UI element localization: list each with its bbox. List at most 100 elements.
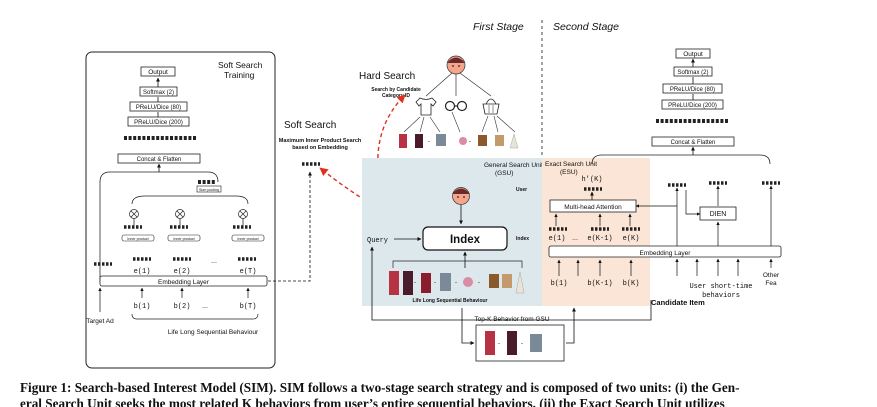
right-concat-label: Concat & Flatten xyxy=(671,140,716,146)
left-concat-label: Concat & Flatten xyxy=(137,157,182,163)
left-output-label: Output xyxy=(148,69,168,76)
esu-bK-label: b(K) xyxy=(623,280,640,288)
topk-thumbnails xyxy=(485,331,542,355)
category-basket-icon xyxy=(482,98,500,115)
esu-e1-label: e(1) xyxy=(549,235,566,243)
sim-diagram: First Stage Second Stage Soft Search Tra… xyxy=(85,20,782,369)
svg-text:-: - xyxy=(414,280,416,286)
left-prelu200-box xyxy=(127,116,190,127)
esu-hk-label: h'(K) xyxy=(581,176,602,184)
right-concat-bracket xyxy=(591,154,771,165)
right-prelu200-box xyxy=(661,99,724,110)
hard-search-item-thumbnails xyxy=(399,133,519,149)
dien-label: DIEN xyxy=(710,211,727,218)
svg-text:-: - xyxy=(434,280,436,286)
left-concat-box xyxy=(117,153,201,164)
gsu-lifelong-label: Life Long Sequential Behaviour xyxy=(412,298,487,304)
esu-dots-1: ... xyxy=(572,235,578,242)
caption-line-2: eral Search Unit seeks the most related … xyxy=(20,396,725,407)
soft-search-desc-2: based on Embedding xyxy=(292,145,348,151)
left-softmax-label: Softmax (2) xyxy=(143,90,174,96)
svg-text:-: - xyxy=(498,341,500,347)
gsu-behaviour-thumbnails xyxy=(389,271,525,295)
left-e1-label: e(1) xyxy=(134,268,151,276)
left-dots-2: ... xyxy=(202,303,208,310)
right-output-label: Output xyxy=(683,51,703,58)
query-label: Query xyxy=(367,237,388,245)
soft-search-training-panel xyxy=(85,51,276,369)
inner-product-label-1: Inner product xyxy=(127,237,148,241)
short-time-label: User short-time xyxy=(689,283,752,291)
left-behaviour-bracket xyxy=(131,313,259,320)
soft-search-title: Soft Search xyxy=(284,120,336,131)
dien-box xyxy=(699,206,737,221)
short-time-label-2: behaviors xyxy=(702,292,740,300)
left-prelu80-label: PReLU/Dice (80) xyxy=(136,105,181,111)
svg-text:-: - xyxy=(521,341,523,347)
hard-search-title: Hard Search xyxy=(359,71,415,82)
left-output-box xyxy=(140,66,176,77)
sum-pooling-box xyxy=(196,185,222,193)
left-embedding-label: Embedding Layer xyxy=(158,279,210,286)
left-lifelong-label: Life Long Sequential Behaviour xyxy=(168,329,259,336)
left-b1-label: b(1) xyxy=(134,303,151,311)
other-fea-label: Other xyxy=(763,272,780,279)
caption-line-1: Figure 1: Search-based Interest Model (S… xyxy=(20,380,740,395)
left-target-ad-label: Target Ad xyxy=(86,318,114,325)
left-b2-label: b(2) xyxy=(174,303,191,311)
svg-text:-: - xyxy=(428,139,430,145)
right-concat-box xyxy=(651,136,735,147)
other-fea-label-2: Fea xyxy=(765,280,777,287)
right-prelu200-label: PReLU/Dice (200) xyxy=(668,103,717,109)
left-prelu80-box xyxy=(129,101,188,112)
soft-search-training-title: Soft Search xyxy=(218,60,263,70)
right-prelu80-box xyxy=(662,83,723,94)
left-prelu200-label: PReLU/Dice (200) xyxy=(134,120,183,126)
right-embedding-label: Embedding Layer xyxy=(640,250,692,257)
esu-panel xyxy=(542,158,650,306)
esu-title: Exact Search Unit xyxy=(545,161,597,168)
category-shirt-icon xyxy=(415,97,437,116)
esu-bK1-label: b(K-1) xyxy=(587,280,612,288)
right-prelu80-label: PReLU/Dice (80) xyxy=(670,87,715,93)
gsu-title: General Search Unit xyxy=(484,162,543,169)
svg-text:-: - xyxy=(469,139,471,145)
left-e2-label: e(2) xyxy=(174,268,191,276)
soft-search-desc: Maximum Inner Product Search xyxy=(279,138,362,144)
first-stage-label: First Stage xyxy=(473,21,524,33)
inner-product-label-2: Inner product xyxy=(173,237,194,241)
candidate-item-label: Candidate Item xyxy=(651,298,705,307)
left-to-soft-search-connector xyxy=(268,171,312,282)
gsu-title-2: (GSU) xyxy=(495,170,513,177)
gsu-user-label: User xyxy=(516,187,527,193)
candidate-query-connector xyxy=(370,246,652,321)
inner-product-label-3: Inner product xyxy=(237,237,258,241)
hard-search-desc: Search by Candidate xyxy=(371,87,421,93)
soft-search-training-title-2: Training xyxy=(224,70,255,80)
svg-text:-: - xyxy=(455,280,457,286)
inner-product-branch-2: Inner product xyxy=(167,209,201,242)
svg-text:-: - xyxy=(478,280,480,286)
left-dots-1: ... xyxy=(211,258,217,265)
left-embedding-layer xyxy=(99,275,268,287)
right-softmax-label: Softmax (2) xyxy=(677,70,708,76)
left-concat-bracket xyxy=(99,171,219,183)
category-glasses-icon xyxy=(444,100,468,112)
gsu-user-avatar-icon xyxy=(452,187,470,205)
right-softmax-box xyxy=(673,66,713,77)
inner-product-branch-1: Inner product xyxy=(121,209,155,242)
right-output-box xyxy=(675,48,711,59)
esu-b1-label: b(1) xyxy=(551,280,568,288)
multi-head-attention-label: Multi-head Attention xyxy=(564,204,622,211)
index-side-label: Index xyxy=(516,236,529,242)
hard-search-user-avatar-icon xyxy=(446,55,466,75)
esu-title-2: (ESU) xyxy=(560,169,578,176)
hard-search-desc-2: Category ID xyxy=(382,93,410,99)
inner-product-branch-3: Inner product xyxy=(231,209,265,242)
esu-eK-label: e(K) xyxy=(623,235,640,243)
figure-caption: Figure 1: Search-based Interest Model (S… xyxy=(20,380,870,407)
left-eT-label: e(T) xyxy=(240,268,257,276)
index-box xyxy=(422,226,508,251)
left-softmax-box xyxy=(139,86,178,97)
right-embedding-layer xyxy=(548,245,782,258)
